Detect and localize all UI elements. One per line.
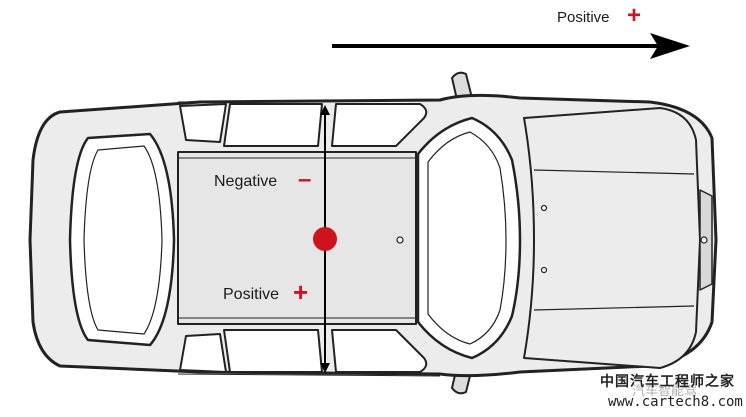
negative-label: Negative [214, 173, 278, 190]
negative-sign: – [298, 166, 312, 193]
top-positive-label: Positive [557, 9, 610, 26]
center-point [313, 227, 337, 251]
top-positive-sign: + [627, 2, 642, 29]
positive-label: Positive [223, 286, 280, 303]
top-arrow [332, 33, 690, 59]
positive-sign: + [293, 277, 309, 307]
watermark-faint-text: 汽车智能驾 [632, 384, 698, 399]
watermark-chinese: 中国汽车工程师之家 [600, 374, 735, 390]
car-body [28, 71, 718, 395]
watermark-url: www.cartech8.com [608, 394, 743, 410]
